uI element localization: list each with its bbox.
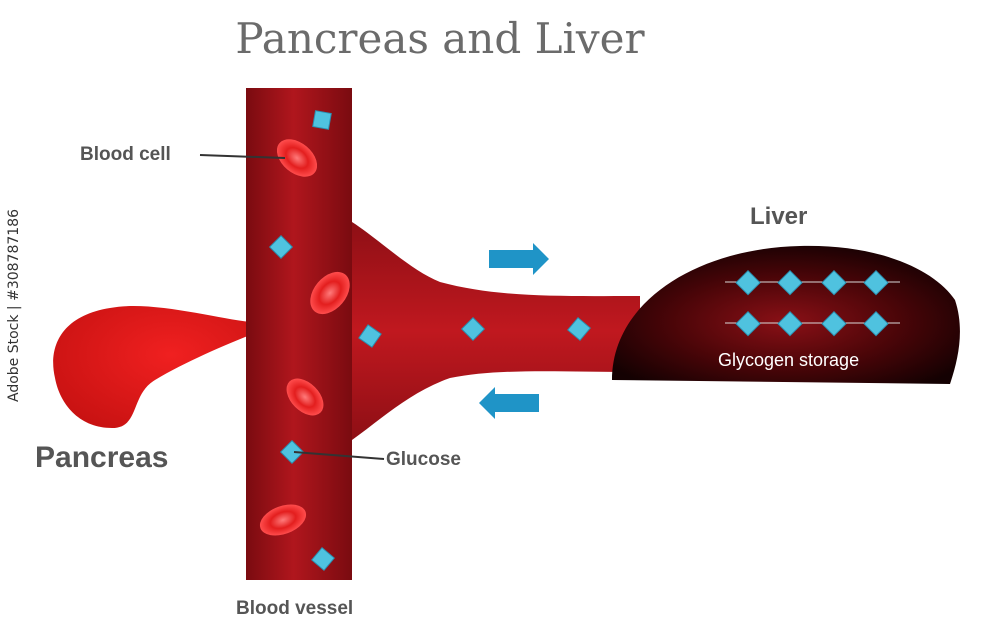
arrow-left-icon: [479, 387, 539, 419]
diagram-title: Pancreas and Liver: [235, 14, 645, 63]
red-blood-cell: [276, 139, 318, 177]
blood-cell-label: Blood cell: [80, 144, 171, 165]
pancreas-organ: [53, 305, 251, 428]
glucose-label: Glucose: [386, 449, 461, 470]
glycogen-storage-label: Glycogen storage: [718, 350, 860, 370]
glucose-molecule: [312, 110, 332, 130]
glucose-molecule: [567, 317, 591, 341]
glycogen-molecules: [735, 269, 889, 337]
glucose-leader-line: [293, 451, 385, 460]
glucose-molecule: [268, 234, 294, 260]
glucose-molecule: [460, 316, 486, 342]
arrow-right-icon: [489, 243, 549, 275]
branch-vessel: [352, 222, 640, 440]
glycogen-molecule: [777, 310, 803, 337]
glycogen-molecule: [735, 310, 761, 337]
pancreas-label: Pancreas: [35, 441, 169, 474]
glucose-molecule: [311, 547, 335, 571]
glycogen-molecule: [735, 269, 761, 296]
glucose-molecule: [279, 439, 305, 465]
glycogen-molecule: [863, 310, 889, 337]
blood-vessel-label: Blood vessel: [236, 598, 354, 619]
glycogen-molecule: [777, 269, 803, 296]
blood-cell-leader-line: [199, 154, 286, 159]
stock-watermark: Adobe Stock | #308787186: [6, 209, 22, 402]
red-blood-cells: [259, 139, 350, 536]
glucose-molecule: [358, 324, 382, 348]
glycogen-molecule: [821, 310, 847, 337]
glucose-molecules: [268, 110, 591, 571]
red-blood-cell: [310, 271, 350, 315]
red-blood-cell: [259, 504, 307, 536]
liver-label: Liver: [750, 203, 808, 230]
red-blood-cell: [286, 378, 324, 416]
glycogen-molecule: [821, 269, 847, 296]
glycogen-molecule: [863, 269, 889, 296]
